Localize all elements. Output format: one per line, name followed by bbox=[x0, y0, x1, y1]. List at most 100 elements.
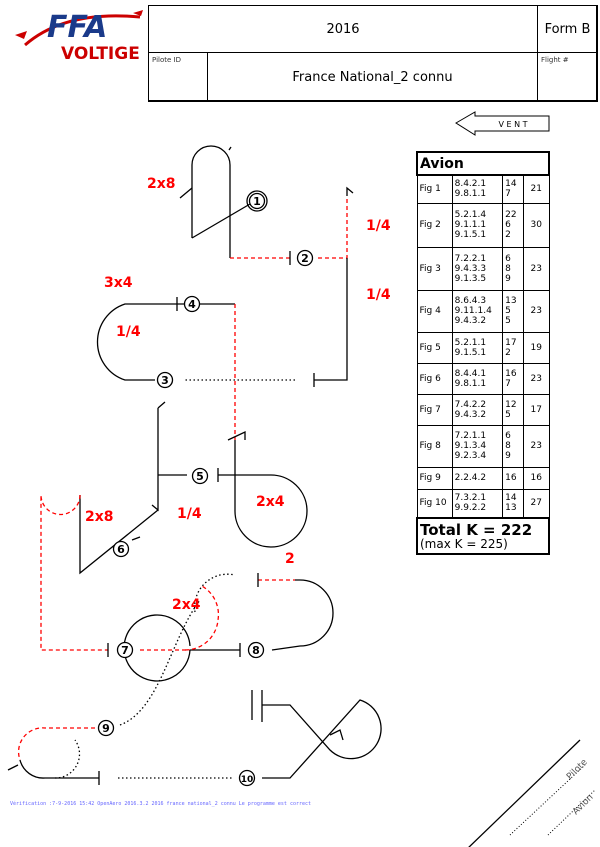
k-value: 2 bbox=[505, 230, 511, 240]
figure-number-circle bbox=[116, 641, 134, 659]
cell-fig: Fig 3 bbox=[416, 246, 453, 291]
signature-lines bbox=[468, 739, 596, 847]
cell-total: 23 bbox=[522, 289, 550, 333]
figure-number: 8 bbox=[252, 644, 260, 657]
k-value: 5 bbox=[505, 306, 511, 316]
k-value: 5 bbox=[505, 316, 511, 326]
flight-number-field[interactable]: Flight # bbox=[537, 52, 598, 102]
cell-fig: Fig 2 bbox=[416, 202, 453, 248]
figure-code: 9.1.5.1 bbox=[454, 230, 487, 240]
figure-code: 7.2.1.1 bbox=[454, 431, 487, 441]
figure-number: 1 bbox=[253, 195, 261, 208]
cell-fig: Fig 9 bbox=[416, 466, 453, 490]
cell-fig: Fig 8 bbox=[416, 424, 453, 468]
figure-number-circle bbox=[183, 295, 201, 313]
figure-number: 6 bbox=[117, 543, 125, 556]
k-value: 16 bbox=[505, 368, 517, 379]
figure-code: 9.2.3.4 bbox=[454, 451, 487, 461]
verification-footer: Vérification :7-9-2016 15:42 OpenAero 20… bbox=[10, 801, 312, 807]
figure-code: 8.4.4.1 bbox=[454, 368, 487, 379]
figure-code: 5.2.1.4 bbox=[454, 210, 487, 220]
figure-number-circle bbox=[246, 190, 268, 212]
svg-text:FFA: FFA bbox=[47, 10, 107, 45]
wind-arrow: V E N T bbox=[455, 111, 551, 136]
figure-1 bbox=[179, 145, 251, 258]
k-value: 2 bbox=[505, 347, 511, 358]
k-value: 17 bbox=[505, 337, 517, 348]
figure-code: 9.1.3.5 bbox=[454, 273, 487, 284]
figure-code: 9.8.1.1 bbox=[454, 378, 487, 389]
k-value: 8 bbox=[505, 441, 511, 451]
figure-number: 7 bbox=[121, 644, 129, 657]
figure-code: 7.4.2.2 bbox=[454, 399, 487, 410]
k-value: 13 bbox=[505, 503, 517, 514]
figure-code: 9.8.1.1 bbox=[454, 189, 487, 200]
figure-number: 4 bbox=[188, 298, 196, 311]
k-value: 9 bbox=[505, 451, 511, 461]
figure-number-circle bbox=[238, 769, 256, 787]
figure-10 bbox=[118, 690, 382, 779]
k-value: 7 bbox=[505, 378, 511, 389]
k-value: 8 bbox=[505, 263, 511, 274]
figure-number-circle bbox=[296, 249, 314, 267]
cell-fig: Fig 7 bbox=[416, 393, 453, 426]
figure-number-circle bbox=[247, 641, 265, 659]
plane-signature-label: Avion bbox=[571, 793, 596, 818]
roll-label: 3x4 bbox=[104, 275, 133, 291]
figure-code: 7.3.2.1 bbox=[454, 493, 487, 504]
roll-label: 1/4 bbox=[177, 506, 202, 522]
figure-number: 2 bbox=[301, 252, 309, 265]
ffa-voltige-logo: FFA VOLTIGE bbox=[5, 5, 147, 64]
figure-number: 10 bbox=[241, 775, 254, 785]
roll-label: 2x4 bbox=[256, 494, 285, 510]
figure-code: 7.2.2.1 bbox=[454, 253, 487, 264]
k-value: 22 bbox=[505, 210, 517, 220]
k-value: 16 bbox=[505, 473, 517, 483]
k-value: 5 bbox=[505, 409, 511, 420]
figure-number: 9 bbox=[102, 722, 110, 735]
k-value: 7 bbox=[505, 189, 511, 200]
cell-fig: Fig 4 bbox=[416, 289, 453, 333]
figure-code: 9.4.3.2 bbox=[454, 409, 487, 420]
k-value: 9 bbox=[505, 273, 511, 284]
figure-code: 9.9.2.2 bbox=[454, 503, 487, 514]
k-value: 13 bbox=[505, 296, 517, 306]
cell-total: 23 bbox=[522, 246, 550, 291]
figure-9 bbox=[7, 599, 201, 785]
k-value: 14 bbox=[505, 493, 517, 504]
figure-number-circle bbox=[97, 719, 115, 737]
cell-fig: Fig 1 bbox=[416, 174, 453, 204]
figure-4 bbox=[227, 304, 246, 475]
k-value: 14 bbox=[505, 179, 517, 190]
pilot-id-label: Pilote ID bbox=[152, 56, 181, 64]
figure-2 bbox=[230, 186, 354, 387]
cell-total: 23 bbox=[522, 424, 550, 468]
roll-label: 2x8 bbox=[85, 509, 114, 525]
roll-label: 2 bbox=[285, 551, 295, 567]
total-k: Total K = 222(max K = 225) bbox=[416, 517, 550, 555]
figure-5 bbox=[151, 401, 308, 548]
figure-7 bbox=[123, 573, 241, 682]
cell-fig: Fig 10 bbox=[416, 488, 453, 519]
wind-label: V E N T bbox=[498, 120, 527, 129]
figure-number: 5 bbox=[196, 470, 204, 483]
k-value: 6 bbox=[505, 253, 511, 264]
k-value: 12 bbox=[505, 399, 517, 410]
figure-number-circle bbox=[156, 371, 174, 389]
figure-8 bbox=[257, 573, 334, 651]
header-box: 2016 Form B Pilote ID France National_2 … bbox=[148, 5, 598, 102]
